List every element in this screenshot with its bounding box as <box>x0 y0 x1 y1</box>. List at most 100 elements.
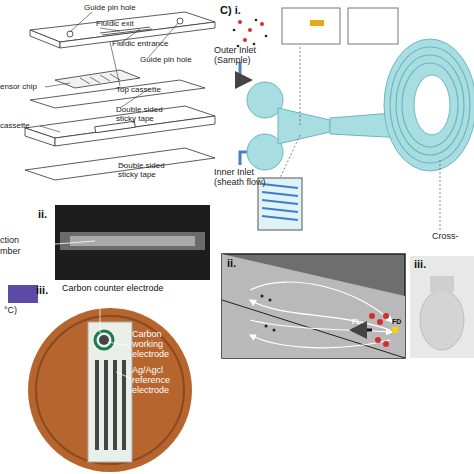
path-art <box>250 320 392 332</box>
path-art <box>222 300 405 358</box>
polygon-art <box>30 80 205 108</box>
rect-art <box>95 121 135 133</box>
electrode-label: Carbon counter electrode <box>62 284 202 294</box>
part-label: Fluidic entrance <box>112 40 202 49</box>
line-art <box>262 208 298 212</box>
rect-art <box>60 232 205 250</box>
g-art <box>247 39 474 171</box>
part-label: Guide pin hole <box>84 4 174 13</box>
rect-art <box>8 285 38 303</box>
rect-art <box>122 360 126 450</box>
rect-art <box>410 256 474 358</box>
g-art <box>280 45 440 230</box>
path-art <box>392 327 398 333</box>
circle-art <box>248 28 252 32</box>
path-art <box>250 300 390 330</box>
circle-art <box>261 295 264 298</box>
circle-art <box>255 19 258 22</box>
circle-art <box>375 337 381 343</box>
circle-art <box>253 43 256 46</box>
line-art <box>100 296 101 333</box>
ellipse-art <box>390 47 470 163</box>
rect-art <box>222 254 405 358</box>
line-art <box>40 126 60 132</box>
line-art <box>300 45 301 125</box>
polygon-art <box>25 148 215 180</box>
circle-art <box>95 331 113 349</box>
panel-label: C) i. <box>220 4 270 16</box>
line-art <box>100 28 120 31</box>
part-label: mber <box>0 247 40 257</box>
line-art <box>440 160 441 230</box>
rect-art <box>104 360 108 450</box>
path-art <box>278 108 330 144</box>
circle-art <box>265 35 268 38</box>
circle-art <box>383 341 389 347</box>
polygon-art <box>60 22 215 48</box>
line-art <box>30 241 95 246</box>
line-art <box>108 342 130 346</box>
g-art <box>262 184 298 220</box>
g-art <box>261 295 276 332</box>
part-label: ction <box>0 236 40 246</box>
polygon-art <box>30 30 60 48</box>
circle-art <box>269 299 272 302</box>
part-label: °C) <box>4 306 34 316</box>
line-art <box>100 75 110 81</box>
rect-art <box>310 20 324 26</box>
circle-art <box>233 29 236 32</box>
line-art <box>262 192 298 196</box>
g-art <box>80 74 120 84</box>
circle-art <box>265 325 268 328</box>
circle-art <box>383 313 389 319</box>
rect-art <box>113 360 117 450</box>
part-label: Double sided sticky tape <box>118 162 180 180</box>
circle-art <box>243 38 247 42</box>
circle-art <box>369 313 375 319</box>
part-label: Double sided sticky tape <box>116 106 178 124</box>
circle-art <box>377 319 383 325</box>
inlet-label: Outer Inlet (Sample) <box>214 46 274 66</box>
rect-art <box>282 8 340 44</box>
line-art <box>90 77 100 83</box>
g-art <box>100 296 130 378</box>
electrode-label: Ag/Agcl reference electrode <box>132 366 196 396</box>
g-art <box>95 360 126 450</box>
line-art <box>45 83 70 87</box>
part-label: Top cassette <box>116 86 196 95</box>
g-art <box>390 47 470 163</box>
part-label: ensor chip <box>0 83 50 92</box>
ellipse-art <box>384 39 474 171</box>
rect-art <box>70 236 195 246</box>
g-art <box>25 12 215 180</box>
panel-label: iii. <box>36 284 56 296</box>
line-art <box>110 42 120 86</box>
line-art <box>262 200 298 204</box>
panel-label: ii. <box>38 208 58 220</box>
line-art <box>116 372 130 378</box>
inlet-label: Inner Inlet (sheath flow) <box>214 168 274 188</box>
part-label: Fluidic exit <box>96 20 176 29</box>
line-art <box>102 29 152 35</box>
ellipse-art <box>420 290 464 350</box>
line-art <box>262 216 298 220</box>
line-art <box>80 78 90 84</box>
rect-art <box>348 8 398 44</box>
path-art <box>222 254 405 358</box>
g-art <box>250 282 392 348</box>
line-art <box>70 12 92 32</box>
rect-art <box>95 360 99 450</box>
section-label: Cross- <box>432 232 474 242</box>
ellipse-art <box>402 63 458 147</box>
electrode-label: Carbon working electrode <box>132 330 192 360</box>
panel-label: iii. <box>414 258 438 270</box>
path-art <box>250 335 390 348</box>
panel-label: ii. <box>227 257 251 269</box>
rect-art <box>430 276 454 292</box>
line-art <box>280 135 300 178</box>
force-label: FL <box>352 318 372 326</box>
g-art <box>238 20 264 42</box>
polygon-art <box>25 128 55 146</box>
